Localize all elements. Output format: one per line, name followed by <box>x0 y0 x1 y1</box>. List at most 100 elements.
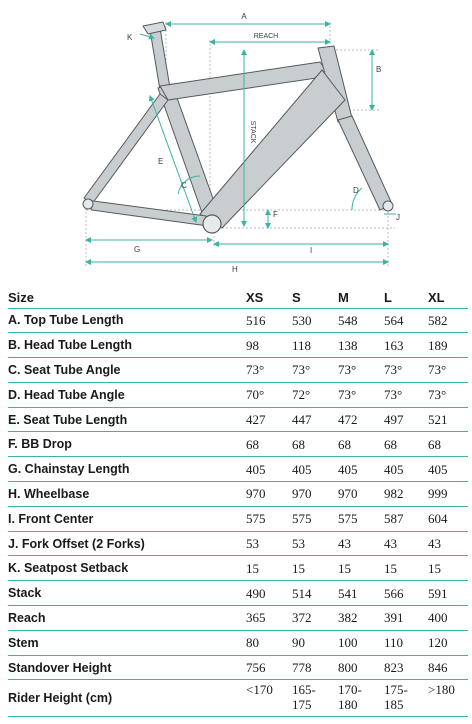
cell-value: 514 <box>292 580 338 607</box>
row-label: I. Front Center <box>8 506 246 532</box>
cell-value: 587 <box>384 506 428 532</box>
cell-value: 823 <box>384 655 428 681</box>
dim-d-arc <box>351 187 363 211</box>
cell-value: 80 <box>246 630 292 656</box>
cell-value: 591 <box>428 580 468 607</box>
cell-value: 165- 175 <box>292 679 338 718</box>
label-d: D <box>353 186 359 195</box>
header-xs: XS <box>246 288 292 309</box>
cell-value: 521 <box>428 407 468 433</box>
row-label: Stem <box>8 630 246 656</box>
cell-value: 73° <box>428 382 468 408</box>
label-i: I <box>310 246 312 255</box>
cell-value: 541 <box>338 580 384 607</box>
table-header-row: Size XS S M L XL <box>8 288 468 309</box>
cell-value: 15 <box>338 555 384 582</box>
cell-value: 497 <box>384 407 428 433</box>
label-f: F <box>273 210 278 219</box>
header-size: Size <box>8 288 246 309</box>
row-label: J. Fork Offset (2 Forks) <box>8 531 246 557</box>
bottom-bracket <box>202 214 222 234</box>
cell-value: 582 <box>428 308 468 334</box>
cell-value: 43 <box>384 531 428 557</box>
cell-value: 516 <box>246 308 292 334</box>
row-label: C. Seat Tube Angle <box>8 357 246 383</box>
cell-value: 175- 185 <box>384 679 428 718</box>
cell-value: 391 <box>384 605 428 631</box>
cell-value: 15 <box>428 555 468 582</box>
row-label: E. Seat Tube Length <box>8 407 246 433</box>
row-label: Reach <box>8 605 246 631</box>
cell-value: 575 <box>338 506 384 532</box>
row-label: B. Head Tube Length <box>8 332 246 359</box>
cell-value: 43 <box>338 531 384 557</box>
header-s: S <box>292 288 338 309</box>
label-e: E <box>158 157 163 166</box>
cell-value: <170 <box>246 679 292 718</box>
cell-value: 68 <box>384 431 428 458</box>
cell-value: 68 <box>246 431 292 458</box>
cell-value: 405 <box>428 456 468 483</box>
cell-value: 447 <box>292 407 338 433</box>
cell-value: 575 <box>246 506 292 532</box>
bike-frame <box>83 21 393 229</box>
cell-value: 566 <box>384 580 428 607</box>
cell-value: 400 <box>428 605 468 631</box>
cell-value: 778 <box>292 655 338 681</box>
cell-value: 604 <box>428 506 468 532</box>
cell-value: 73° <box>338 382 384 408</box>
cell-value: 73° <box>428 357 468 383</box>
cell-value: 98 <box>246 332 292 359</box>
front-dropout <box>382 200 394 212</box>
cell-value: 999 <box>428 481 468 507</box>
cell-value: 365 <box>246 605 292 631</box>
dimension-labels: A REACH STACK B C D E F G H I J K <box>127 12 400 274</box>
cell-value: 68 <box>428 431 468 458</box>
down-tube <box>199 69 346 229</box>
cell-value: 548 <box>338 308 384 334</box>
cell-value: 982 <box>384 481 428 507</box>
cell-value: 405 <box>384 456 428 483</box>
seatpost-head <box>142 21 167 35</box>
cell-value: 15 <box>246 555 292 582</box>
label-b: B <box>376 65 381 74</box>
cell-value: 73° <box>338 357 384 383</box>
cell-value: 405 <box>246 456 292 483</box>
cell-value: 490 <box>246 580 292 607</box>
cell-value: 846 <box>428 655 468 681</box>
cell-value: >180 <box>428 679 468 718</box>
cell-value: 15 <box>384 555 428 582</box>
cell-value: 405 <box>338 456 384 483</box>
header-xl: XL <box>428 288 468 309</box>
label-j: J <box>396 213 400 222</box>
cell-value: 800 <box>338 655 384 681</box>
cell-value: 15 <box>292 555 338 582</box>
cell-value: 100 <box>338 630 384 656</box>
label-g: G <box>134 245 140 254</box>
cell-value: 530 <box>292 308 338 334</box>
row-label: A. Top Tube Length <box>8 308 246 334</box>
label-h: H <box>232 265 238 274</box>
cell-value: 189 <box>428 332 468 359</box>
fork <box>337 115 393 211</box>
cell-value: 575 <box>292 506 338 532</box>
row-label: Rider Height (cm) <box>8 679 246 718</box>
cell-value: 756 <box>246 655 292 681</box>
rear-dropout <box>82 198 94 210</box>
cell-value: 970 <box>338 481 384 507</box>
frame-geometry-diagram: A REACH STACK B C D E F G H I J K <box>82 12 400 274</box>
cell-value: 372 <box>292 605 338 631</box>
